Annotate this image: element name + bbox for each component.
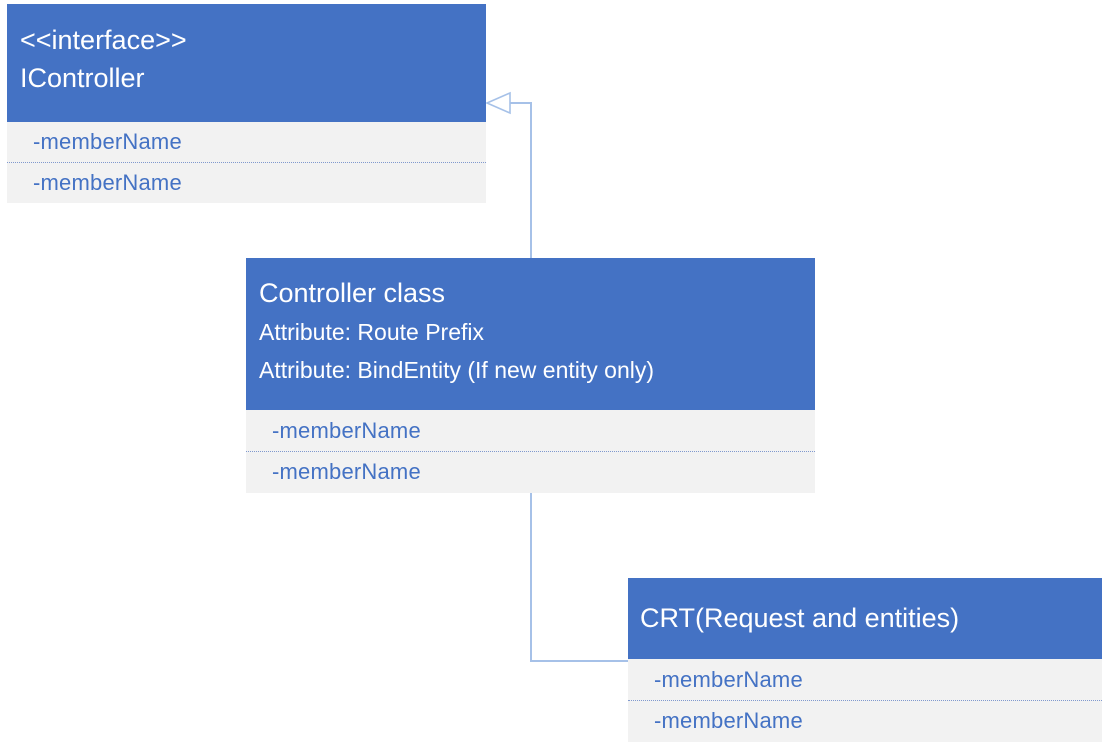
stereotype-label: <<interface>>: [20, 25, 187, 55]
member-row: -memberName: [628, 700, 1102, 741]
member-name: -memberName: [272, 459, 421, 484]
inheritance-triangle-icon: [484, 91, 511, 115]
members-section: -memberName -memberName: [628, 659, 1102, 742]
members-section: -memberName -memberName: [246, 410, 815, 493]
class-name: CRT(Request and entities): [640, 603, 960, 633]
class-box-icontroller: <<interface>> IController -memberName -m…: [7, 4, 486, 203]
member-row: -memberName: [7, 162, 486, 202]
member-name: -memberName: [33, 169, 182, 195]
member-row: -memberName: [7, 122, 486, 162]
member-name: -memberName: [654, 666, 803, 692]
class-attribute: Attribute: BindEntity (If new entity onl…: [259, 357, 655, 383]
class-header: Controller class Attribute: Route Prefix…: [246, 258, 815, 410]
class-name: IController: [20, 63, 145, 93]
member-row: -memberName: [246, 451, 815, 492]
member-row: -memberName: [628, 659, 1102, 700]
member-name: -memberName: [654, 708, 803, 733]
member-name: -memberName: [272, 417, 421, 443]
class-header: CRT(Request and entities): [628, 578, 1102, 659]
member-row: -memberName: [246, 410, 815, 451]
class-name: Controller class: [259, 278, 446, 308]
class-box-controller: Controller class Attribute: Route Prefix…: [246, 258, 815, 493]
class-attribute: Attribute: Route Prefix: [259, 319, 484, 345]
member-name: -memberName: [33, 129, 182, 154]
class-header: <<interface>> IController: [7, 4, 486, 122]
members-section: -memberName -memberName: [7, 122, 486, 203]
class-box-crt: CRT(Request and entities) -memberName -m…: [628, 578, 1102, 742]
